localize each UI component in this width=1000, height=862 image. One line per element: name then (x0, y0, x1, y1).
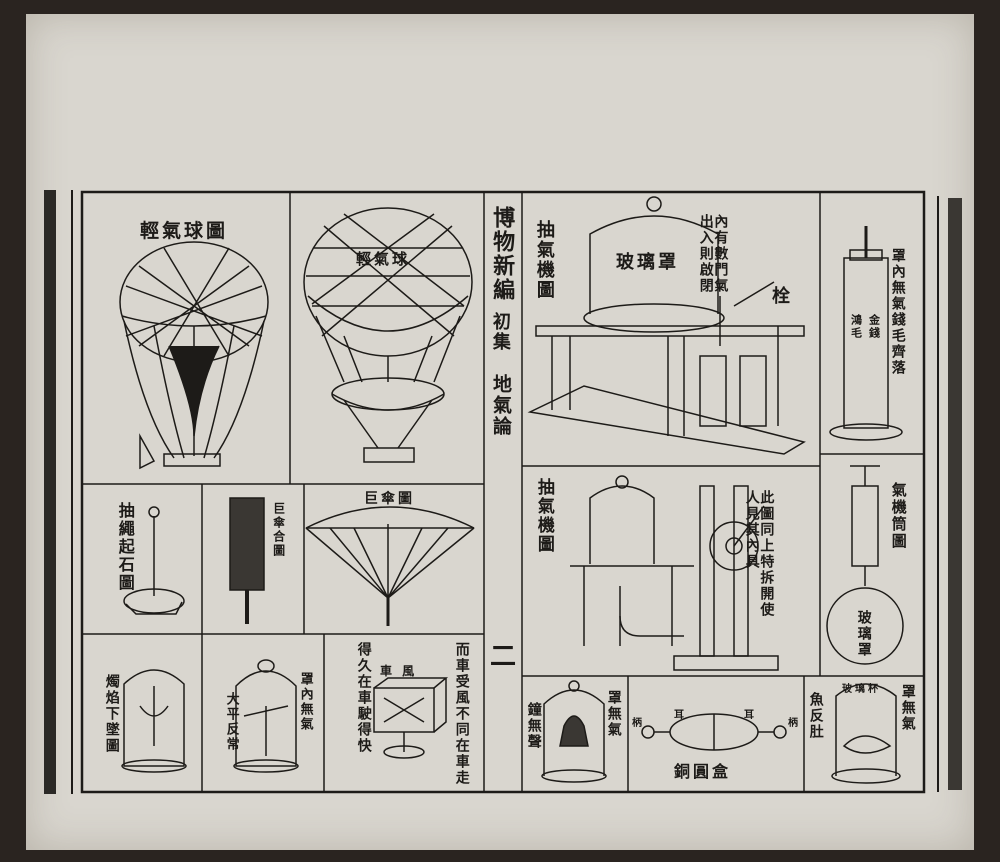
air-pump-2-title: 抽氣機圖 (533, 478, 554, 554)
ear-left-label: 耳 (674, 710, 687, 721)
glass-cover-label: 玻璃罩 (616, 252, 679, 273)
stone-lifter-title: 抽繩起石圖 (115, 502, 135, 592)
book-title: 博物新編 (489, 206, 516, 302)
umbrella-title: 巨傘合圖 (271, 502, 286, 558)
fish-glass-label: 玻璃杯 (842, 684, 881, 695)
handle-left-label: 柄 (632, 718, 645, 729)
barrel-title: 氣機筒圖 (889, 482, 908, 550)
carriage-note-2: 而車受風不同在車走 (453, 642, 470, 786)
feather-label: 鴻毛 (849, 314, 863, 340)
chapter-title: 地氣論 (489, 374, 512, 437)
stopper-label: 栓 (772, 286, 793, 307)
air-pump-title: 抽氣機圖 (533, 220, 555, 300)
fish-cover-label: 罩無氣 (899, 684, 916, 732)
no-air-bell-label: 罩無氣 (605, 690, 622, 738)
bell-label: 鐘無聲 (525, 702, 542, 750)
air-pump-2-note: 此圖同上特拆開使人見其內具 (743, 490, 775, 618)
balloon-globe-text: 輕氣球 (356, 250, 411, 268)
woodblock-print: 輕氣球圖 輕氣球 巨傘圖 巨傘合圖 抽繩起石圖 燭焰下墜圖 大平反常 罩內無氣 … (44, 186, 962, 798)
parachute-title: 巨傘圖 (364, 491, 415, 507)
ear-right-label: 耳 (744, 710, 757, 721)
candle-title: 燭焰下墜圖 (103, 674, 120, 754)
coin-feather-title: 罩內無氣錢毛齊落 (889, 248, 906, 376)
carriage-label: 車 風 (380, 664, 418, 678)
no-air-title: 罩內無氣 (297, 672, 313, 732)
balloon-title: 輕氣球圖 (140, 220, 229, 242)
book-volume: 初集 (489, 312, 511, 352)
handle-right-label: 柄 (788, 718, 801, 729)
coin-label: 金錢 (867, 314, 881, 340)
flask-label: 玻璃罩 (855, 610, 872, 658)
balance-title: 大平反常 (223, 692, 239, 752)
page-number: 二 (490, 642, 520, 672)
print-illustrations (44, 190, 962, 794)
carriage-note: 得久在車駛得快 (355, 642, 372, 754)
valve-note: 內有數門氣出入則啟閉 (697, 214, 729, 294)
copper-box-label: 銅圓盒 (674, 762, 732, 781)
fish-label: 魚反肚 (807, 692, 824, 740)
